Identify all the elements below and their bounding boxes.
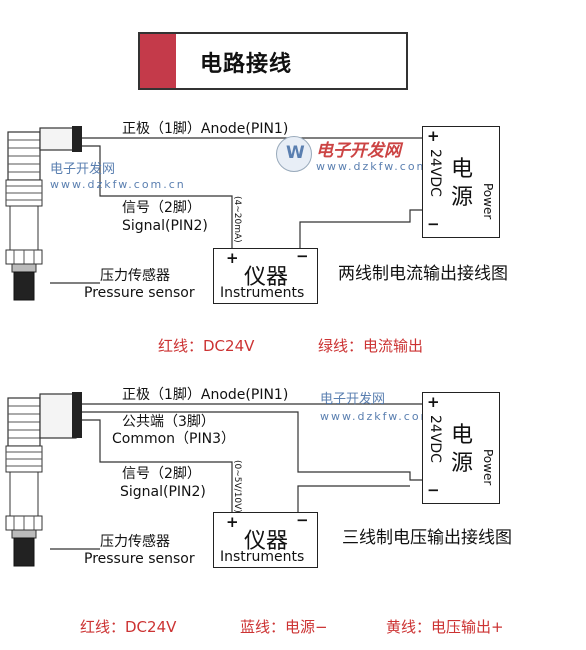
d2-common-label-cn: 公共端（3脚） xyxy=(122,414,215,430)
d2-power-box: + 24VDC − 电 源 Power xyxy=(422,392,500,504)
d2-power-cn-1: 电 xyxy=(451,423,474,448)
d1-anode-label: 正极（1脚）Anode(PIN1) xyxy=(122,121,289,137)
d1-sensor-label-cn: 压力传感器 xyxy=(100,268,170,284)
d1-instrument-box: + − 仪器 Instruments xyxy=(213,247,318,304)
wires-diagram-1 xyxy=(50,137,422,284)
watermark-site-cn: 电子开发网 xyxy=(50,162,116,177)
watermark-site-url: www.dzkfw.com.cn xyxy=(50,178,186,191)
watermark-logo-text: 电子开发网 xyxy=(316,141,401,161)
d1-power-minus: − xyxy=(427,215,440,233)
title-stripe xyxy=(140,34,176,88)
watermark-logo-icon: W xyxy=(276,136,312,172)
page-title: 电路接线 xyxy=(200,52,293,77)
d1-instrument-plus: + xyxy=(226,249,239,267)
title-box: 电路接线 xyxy=(138,32,408,90)
d1-legend-green: 绿线：电流输出 xyxy=(318,337,424,355)
d1-power-box: + 24VDC − 电 源 Power xyxy=(422,126,500,238)
d1-power-voltage: 24VDC xyxy=(427,149,443,197)
d2-signal-range: (0~5V/10V) xyxy=(232,460,242,513)
d2-sensor-label-cn: 压力传感器 xyxy=(100,534,170,550)
d1-caption: 两线制电流输出接线图 xyxy=(338,264,508,284)
d2-power-en: Power xyxy=(481,449,495,486)
d2-instrument-minus: − xyxy=(296,511,309,529)
d1-legend-red: 红线：DC24V xyxy=(158,337,255,355)
d2-anode-label: 正极（1脚）Anode(PIN1) xyxy=(122,387,289,403)
d2-instrument-en: Instruments xyxy=(220,549,305,565)
d1-power-en: Power xyxy=(481,183,495,220)
watermark-site-url-3: www.dzkfw.com.cn xyxy=(320,410,456,423)
watermark-site-cn-3: 电子开发网 xyxy=(320,392,386,407)
wires-diagram-2 xyxy=(50,403,422,550)
d2-instrument-plus: + xyxy=(226,513,239,531)
d1-power-plus: + xyxy=(427,127,440,145)
d2-power-minus: − xyxy=(427,481,440,499)
d2-common-label-en: Common（PIN3） xyxy=(112,431,236,447)
d1-signal-label-en: Signal(PIN2) xyxy=(122,218,208,234)
d1-signal-range: (4~20mA) xyxy=(232,196,242,243)
d2-legend-blue: 蓝线：电源− xyxy=(240,618,328,636)
pressure-sensor-drawing-2 xyxy=(5,392,82,567)
watermark-site-url-2: www.dzkfw.com.cn xyxy=(316,160,452,173)
d1-instrument-en: Instruments xyxy=(220,285,305,301)
d1-signal-label-cn: 信号（2脚） xyxy=(122,200,201,216)
pressure-sensor-drawing-1 xyxy=(5,126,82,301)
d2-signal-label-cn: 信号（2脚） xyxy=(122,466,201,482)
d1-sensor-label-en: Pressure sensor xyxy=(84,285,195,301)
d2-power-cn-2: 源 xyxy=(451,451,474,476)
d1-instrument-minus: − xyxy=(296,247,309,265)
d2-instrument-cn: 仪器 xyxy=(244,529,289,554)
d1-power-cn-1: 电 xyxy=(451,157,474,182)
d1-instrument-cn: 仪器 xyxy=(244,265,289,290)
d2-power-voltage: 24VDC xyxy=(427,415,443,463)
d2-legend-yellow: 黄线：电压输出+ xyxy=(386,618,504,636)
d2-caption: 三线制电压输出接线图 xyxy=(342,528,512,548)
d2-signal-label-en: Signal(PIN2) xyxy=(120,484,206,500)
d2-legend-red: 红线：DC24V xyxy=(80,618,177,636)
d1-power-cn-2: 源 xyxy=(451,185,474,210)
d2-sensor-label-en: Pressure sensor xyxy=(84,551,195,567)
d2-power-plus: + xyxy=(427,393,440,411)
d2-instrument-box: + − 仪器 Instruments xyxy=(213,511,318,568)
